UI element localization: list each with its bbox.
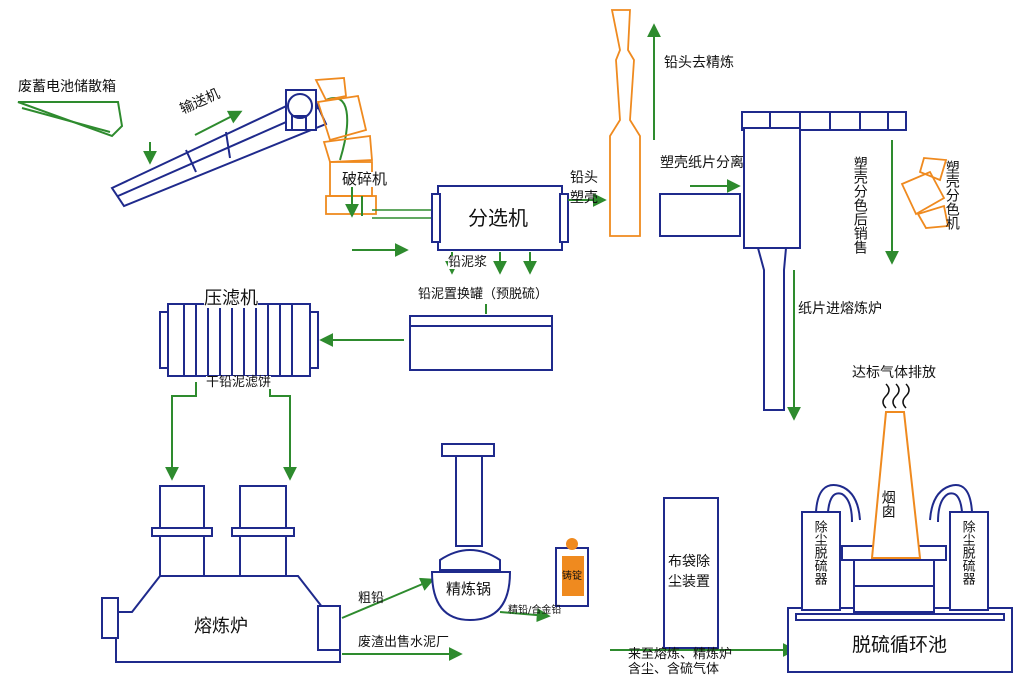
exchange-tank <box>409 315 553 371</box>
label-furnace: 熔炼炉 <box>194 616 248 637</box>
label-paper-to-furnace: 纸片进熔炼炉 <box>798 301 882 317</box>
label-crusher: 破碎机 <box>342 170 388 188</box>
label-refine-pot: 精炼锅 <box>446 580 492 598</box>
label-baghouse: 布袋除 尘装置 <box>668 554 710 591</box>
label-lead-to-refine: 铅头去精炼 <box>664 55 734 71</box>
filter-press-machine <box>159 303 319 377</box>
label-lead-plastic: 铅头 塑壳 <box>570 170 598 207</box>
label-chimney: 烟囱 <box>879 490 896 518</box>
battery-storage-bin <box>17 101 124 138</box>
color-sorter-machine <box>900 157 950 229</box>
refining-pot <box>430 443 512 622</box>
conveyor-direction-arrow <box>194 110 243 136</box>
label-battery-bin: 废蓄电池储散箱 <box>18 79 116 95</box>
label-emission: 达标气体排放 <box>852 365 936 381</box>
label-separator: 分选机 <box>468 206 528 230</box>
label-color-sorter: 塑壳分色机 <box>943 160 960 230</box>
label-exchange-tank: 铅泥置换罐（预脱硫） <box>418 287 549 302</box>
conveyor-machine <box>110 89 328 208</box>
label-dry-cake: 干铅泥滤饼 <box>206 375 272 390</box>
label-ingot: 铸锭 <box>562 571 582 582</box>
label-filter-press: 压滤机 <box>204 288 258 309</box>
label-gas-source: 来至熔炼、精炼炉 含尘、含硫气体 <box>628 647 733 677</box>
emission-smoke-icon <box>882 383 910 409</box>
label-crude-lead: 粗铅 <box>358 591 385 606</box>
label-desulf-left: 除尘脱硫器 <box>811 520 827 585</box>
ingot-machine <box>555 538 589 607</box>
label-desulf-right: 除尘脱硫器 <box>959 520 975 585</box>
plastic-paper-separator <box>659 111 907 411</box>
crusher-to-separator-pipe <box>372 209 435 219</box>
press-to-furnace-pipe-left <box>165 382 197 481</box>
press-to-furnace-pipe-right <box>269 382 297 481</box>
crusher-machine <box>314 77 377 215</box>
label-lead-slurry: 铅泥浆 <box>448 255 488 270</box>
conveyor-feed-pipe <box>325 97 349 161</box>
label-refined-lead: 精铅/合金铅 <box>508 605 562 616</box>
crude-lead-arrow <box>341 577 435 619</box>
separator-machine <box>431 185 569 251</box>
baghouse-unit <box>663 497 719 649</box>
lead-column <box>609 9 641 237</box>
label-plastic-paper-sep: 塑壳纸片分离 <box>660 155 744 171</box>
label-sorted-sale: 塑壳分色后销售 <box>851 156 868 254</box>
smelting-furnace <box>101 485 341 663</box>
desulf-complex <box>787 484 1013 673</box>
label-slag-sale: 废渣出售水泥厂 <box>358 635 450 650</box>
label-desulf-pool: 脱硫循环池 <box>852 634 948 656</box>
chimney-stack <box>870 411 922 559</box>
